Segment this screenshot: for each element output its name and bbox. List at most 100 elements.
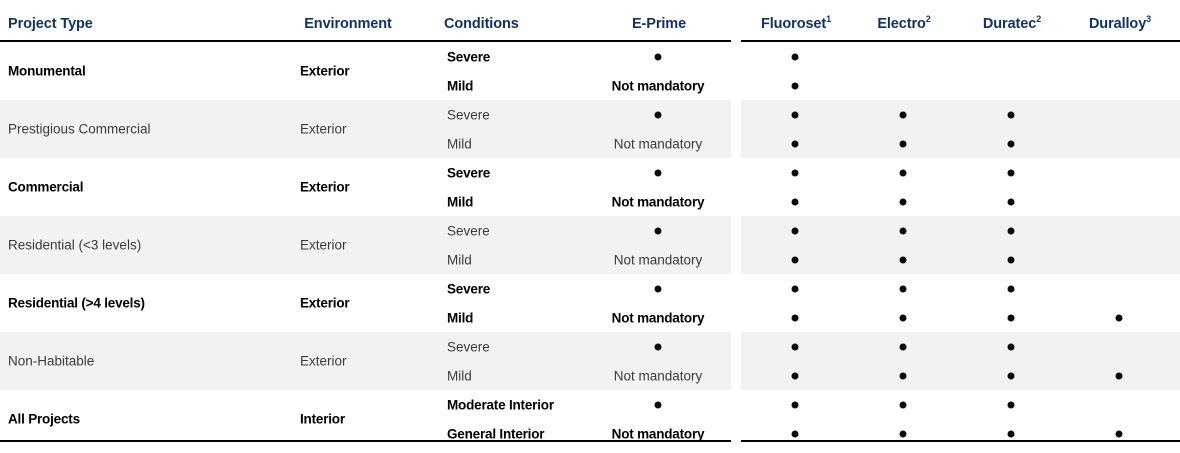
table-subrow: Mild Not mandatory: [0, 187, 1180, 216]
cell-project-type: Residential (>4 levels): [8, 295, 145, 311]
cell-fluoroset-dot-icon: [791, 372, 799, 379]
cell-fluoroset-dot-icon: [791, 198, 799, 205]
cell-e-prime-dot-icon: [654, 53, 662, 60]
cell-e-prime: Not mandatory: [613, 136, 703, 151]
cell-fluoroset-dot-icon: [791, 285, 799, 292]
cell-fluoroset-dot-icon: [791, 140, 799, 147]
cell-electro-dot-icon: [899, 372, 907, 379]
column-header-electro-label: Electro: [877, 16, 926, 32]
cell-duratec-dot-icon: [1007, 227, 1015, 234]
cell-conditions: Severe: [447, 165, 491, 180]
cell-conditions: Mild: [447, 194, 474, 209]
column-header-fluoroset-superscript: 1: [826, 14, 832, 25]
table-subrow: Severe: [0, 100, 1180, 129]
cell-project-type: Non-Habitable: [8, 353, 95, 369]
table-subrow: Severe: [0, 216, 1180, 245]
cell-electro-dot-icon: [899, 227, 907, 234]
column-header-project-type: Project Type: [8, 16, 93, 32]
cell-fluoroset-dot-icon: [791, 314, 799, 321]
cell-conditions: General Interior: [447, 426, 545, 441]
cell-conditions: Severe: [447, 107, 490, 122]
cell-fluoroset-dot-icon: [791, 401, 799, 408]
cell-environment: Exterior: [300, 237, 347, 253]
cell-duralloy-dot-icon: [1115, 372, 1123, 379]
cell-electro-dot-icon: [899, 401, 907, 408]
header-rule-left: [0, 40, 731, 42]
column-header-duratec: Duratec2: [982, 14, 1042, 32]
cell-duratec-dot-icon: [1007, 198, 1015, 205]
column-header-fluoroset-label: Fluoroset: [760, 16, 827, 32]
table-subrow: Moderate Interior: [0, 390, 1180, 419]
cell-project-type: Residential (<3 levels): [8, 237, 142, 253]
table-subrow: Severe: [0, 158, 1180, 187]
column-header-electro-superscript: 2: [925, 14, 931, 25]
cell-conditions: Mild: [447, 310, 474, 325]
cell-electro-dot-icon: [899, 111, 907, 118]
table-header: Project Type Environment Conditions E-Pr…: [0, 0, 1180, 38]
column-header-duratec-superscript: 2: [1036, 14, 1042, 25]
cell-duratec-dot-icon: [1007, 430, 1015, 437]
cell-fluoroset-dot-icon: [791, 53, 799, 60]
cell-duratec-dot-icon: [1007, 140, 1015, 147]
cell-fluoroset-dot-icon: [791, 343, 799, 350]
table-subrow: Severe: [0, 332, 1180, 361]
cell-duratec-dot-icon: [1007, 169, 1015, 176]
table-subrow: Mild Not mandatory: [0, 245, 1180, 274]
cell-environment: Exterior: [300, 295, 350, 311]
column-header-duralloy-label: Duralloy: [1088, 16, 1147, 32]
cell-electro-dot-icon: [899, 314, 907, 321]
header-rule-right: [741, 40, 1180, 42]
cell-environment: Exterior: [300, 63, 350, 79]
table-subrow: Severe: [0, 274, 1180, 303]
cell-fluoroset-dot-icon: [791, 430, 799, 437]
cell-e-prime-dot-icon: [654, 285, 662, 292]
cell-electro-dot-icon: [899, 430, 907, 437]
cell-e-prime-dot-icon: [654, 227, 662, 234]
footer-rule-right: [741, 440, 1180, 442]
cell-electro-dot-icon: [899, 285, 907, 292]
cell-duratec-dot-icon: [1007, 401, 1015, 408]
column-group-gutter: [731, 332, 741, 390]
cell-conditions: Severe: [447, 49, 491, 64]
cell-conditions: Mild: [447, 252, 472, 267]
cell-fluoroset-dot-icon: [791, 169, 799, 176]
cell-project-type: All Projects: [8, 411, 80, 427]
cell-electro-dot-icon: [899, 140, 907, 147]
cell-e-prime: Not mandatory: [613, 252, 703, 267]
cell-project-type: Commercial: [8, 179, 84, 195]
cell-e-prime: Not mandatory: [611, 194, 705, 209]
cell-electro-dot-icon: [899, 343, 907, 350]
cell-electro-dot-icon: [899, 256, 907, 263]
footer-rule-left: [0, 440, 731, 442]
column-group-gutter: [731, 100, 741, 158]
cell-project-type: Prestigious Commercial: [8, 121, 151, 137]
cell-duratec-dot-icon: [1007, 256, 1015, 263]
cell-e-prime: Not mandatory: [611, 426, 705, 441]
cell-electro-dot-icon: [899, 198, 907, 205]
table-subrow: General Interior Not mandatory: [0, 419, 1180, 448]
cell-duratec-dot-icon: [1007, 343, 1015, 350]
cell-duratec-dot-icon: [1007, 111, 1015, 118]
cell-e-prime: Not mandatory: [611, 310, 705, 325]
cell-duralloy-dot-icon: [1115, 314, 1123, 321]
cell-fluoroset-dot-icon: [791, 256, 799, 263]
cell-project-type: Monumental: [8, 63, 86, 79]
column-header-duratec-label: Duratec: [982, 16, 1037, 32]
cell-duralloy-dot-icon: [1115, 430, 1123, 437]
cell-duratec-dot-icon: [1007, 314, 1015, 321]
cell-conditions: Mild: [447, 78, 474, 93]
cell-e-prime-dot-icon: [654, 343, 662, 350]
cell-conditions: Severe: [447, 339, 490, 354]
column-header-environment: Environment: [304, 16, 392, 32]
table-subrow: Mild Not mandatory: [0, 303, 1180, 332]
cell-conditions: Severe: [447, 223, 490, 238]
